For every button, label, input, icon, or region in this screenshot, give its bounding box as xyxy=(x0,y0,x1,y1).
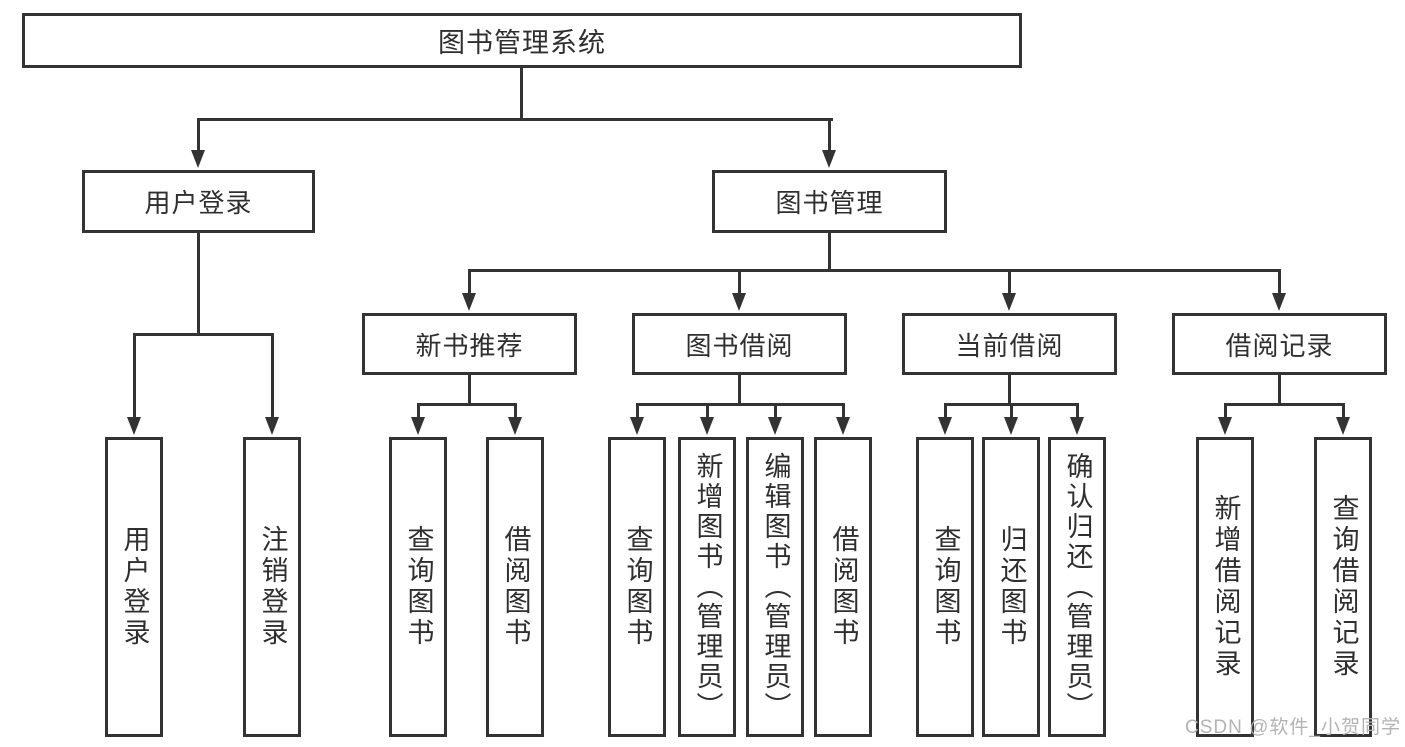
leaf-label: 用户登录 xyxy=(119,525,150,649)
arrow-down-icon xyxy=(836,417,850,435)
connector-line xyxy=(1278,272,1281,293)
connector-line xyxy=(468,269,1281,272)
connector-line xyxy=(636,403,845,406)
node-book-borrowing: 图书借阅 xyxy=(632,313,847,375)
arrow-down-icon xyxy=(462,293,476,311)
leaf-label: 查询图书 xyxy=(930,525,961,649)
arrow-down-icon xyxy=(732,293,746,311)
connector-line xyxy=(197,233,200,336)
connector-line xyxy=(468,375,471,406)
leaf-borrow-books-borrowing: 借阅图书 xyxy=(814,437,872,737)
connector-line xyxy=(706,406,709,417)
arrow-down-icon xyxy=(411,417,425,435)
connector-line xyxy=(738,272,741,293)
connector-line xyxy=(417,406,420,417)
connector-line xyxy=(944,403,1079,406)
arrow-down-icon xyxy=(1336,417,1350,435)
arrow-down-icon xyxy=(508,417,522,435)
connector-line xyxy=(1278,375,1281,406)
connector-line xyxy=(1008,272,1011,293)
connector-line xyxy=(520,68,523,121)
connector-line xyxy=(417,403,517,406)
connector-line xyxy=(828,121,831,150)
arrow-down-icon xyxy=(191,150,205,168)
leaf-add-borrow-record: 新增借阅记录 xyxy=(1196,437,1254,737)
leaf-confirm-return-admin: 确认归还（管理员） xyxy=(1048,437,1106,737)
leaf-label: 确认归还（管理员） xyxy=(1062,452,1093,722)
leaf-label: 查询借阅记录 xyxy=(1328,494,1359,680)
arrow-down-icon xyxy=(1002,293,1016,311)
connector-line xyxy=(468,272,471,293)
connector-line xyxy=(738,375,741,406)
connector-line xyxy=(1010,406,1013,417)
leaf-label: 注销登录 xyxy=(257,525,288,649)
leaf-label: 查询图书 xyxy=(622,525,653,649)
leaf-label: 归还图书 xyxy=(996,525,1027,649)
leaf-label: 借阅图书 xyxy=(500,525,531,649)
arrow-down-icon xyxy=(938,417,952,435)
node-current-borrowing: 当前借阅 xyxy=(902,313,1117,375)
connector-line xyxy=(1076,406,1079,417)
connector-line xyxy=(133,333,274,336)
leaf-query-books-current: 查询图书 xyxy=(916,437,974,737)
leaf-query-borrow-record: 查询借阅记录 xyxy=(1314,437,1372,737)
arrow-down-icon xyxy=(127,417,141,435)
leaf-user-login: 用户登录 xyxy=(105,437,163,737)
arrow-down-icon xyxy=(768,417,782,435)
connector-line xyxy=(944,406,947,417)
leaf-logout: 注销登录 xyxy=(243,437,301,737)
arrow-down-icon xyxy=(630,417,644,435)
connector-line xyxy=(514,406,517,417)
connector-line xyxy=(636,406,639,417)
connector-line xyxy=(197,118,833,121)
arrow-down-icon xyxy=(265,417,279,435)
connector-line xyxy=(842,406,845,417)
connector-line xyxy=(1224,406,1227,417)
node-book-management-system: 图书管理系统 xyxy=(22,13,1022,68)
connector-line xyxy=(774,406,777,417)
connector-line xyxy=(133,336,136,417)
arrow-down-icon xyxy=(822,150,836,168)
leaf-label: 编辑图书（管理员） xyxy=(760,452,791,722)
leaf-label: 新增图书（管理员） xyxy=(692,452,723,722)
arrow-down-icon xyxy=(700,417,714,435)
node-borrowing-records: 借阅记录 xyxy=(1172,313,1387,375)
leaf-borrow-books-recommend: 借阅图书 xyxy=(486,437,544,737)
node-user-login: 用户登录 xyxy=(82,170,315,233)
leaf-add-book-admin: 新增图书（管理员） xyxy=(678,437,736,737)
csdn-watermark: CSDN @软件_小贺同学 xyxy=(1185,717,1401,738)
leaf-label: 新增借阅记录 xyxy=(1210,494,1241,680)
arrow-down-icon xyxy=(1070,417,1084,435)
arrow-down-icon xyxy=(1218,417,1232,435)
leaf-query-books-borrowing: 查询图书 xyxy=(608,437,666,737)
connector-line xyxy=(197,121,200,150)
leaf-label: 借阅图书 xyxy=(828,525,859,649)
connector-line xyxy=(1008,375,1011,406)
node-book-management: 图书管理 xyxy=(712,170,947,233)
leaf-return-books: 归还图书 xyxy=(982,437,1040,737)
node-new-book-recommendation: 新书推荐 xyxy=(362,313,577,375)
connector-line xyxy=(271,336,274,417)
leaf-query-books-recommend: 查询图书 xyxy=(389,437,447,737)
arrow-down-icon xyxy=(1272,293,1286,311)
leaf-edit-book-admin: 编辑图书（管理员） xyxy=(746,437,804,737)
connector-line xyxy=(1224,403,1345,406)
connector-line xyxy=(828,233,831,272)
arrow-down-icon xyxy=(1004,417,1018,435)
connector-line xyxy=(1342,406,1345,417)
leaf-label: 查询图书 xyxy=(403,525,434,649)
